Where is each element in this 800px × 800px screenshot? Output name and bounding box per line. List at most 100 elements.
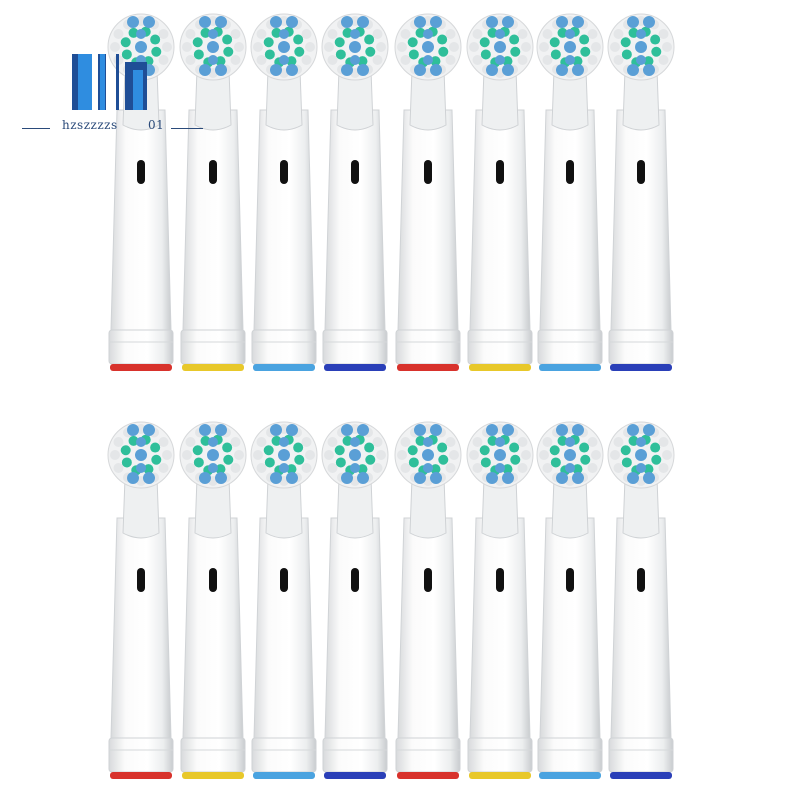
bristle-tuft [565, 29, 575, 39]
brush-collar [467, 329, 533, 365]
bristle-tuft [286, 56, 297, 67]
bristle-tuft [192, 37, 203, 48]
bristle-tuft [342, 435, 353, 446]
bristle-tuft [542, 55, 553, 65]
bristle-tuft [113, 29, 124, 39]
brush-neck [194, 477, 232, 539]
bristle-tuft [158, 55, 169, 65]
bristle-tuft [256, 29, 267, 39]
logo-number: 01 [148, 118, 165, 132]
bristle-tuft [643, 64, 655, 76]
brush-neck [336, 69, 374, 131]
bristle-tuft [517, 437, 528, 447]
bristle-tuft [192, 445, 203, 456]
bristle-tuft [121, 457, 132, 468]
bristle-tuft [135, 449, 147, 461]
bristle-tuft [305, 450, 315, 460]
bristle-tuft [650, 34, 661, 45]
toothbrush-head [321, 421, 389, 779]
bristle-tuft [437, 34, 448, 45]
bristle-tuft [415, 435, 426, 446]
bristle-tuft [423, 55, 433, 65]
bristle-tuft [222, 34, 233, 45]
toothbrush-head [536, 13, 604, 371]
bristle-tuft [487, 27, 498, 38]
bristle-tuft [279, 55, 289, 65]
color-ring [539, 772, 601, 779]
brush-body [610, 109, 672, 331]
bristle-tuft [357, 56, 368, 67]
brush-neck [409, 69, 447, 131]
toothbrush-head [466, 421, 534, 779]
bristle-tuft [301, 463, 312, 473]
bristle-tuft [542, 437, 553, 447]
brush-collar [251, 329, 317, 365]
bristle-tuft [110, 450, 120, 460]
bristle-tuft [185, 29, 196, 39]
bristle-tuft [557, 27, 568, 38]
bristle-tuft [263, 445, 274, 456]
bristle-tuft [613, 437, 624, 447]
bristle-tuft [407, 37, 418, 48]
bristle-tuft [502, 56, 513, 67]
brush-collar [251, 737, 317, 773]
bristle-tuft [662, 450, 672, 460]
brush-neck [481, 477, 519, 539]
indicator-window [280, 568, 288, 592]
bristle-tuft [556, 424, 568, 436]
bristle-tuft [542, 463, 553, 473]
bristle-tuft [414, 424, 426, 436]
bristle-tuft [610, 42, 620, 52]
bristle-tuft [628, 27, 639, 38]
bristle-tuft [350, 55, 360, 65]
logo-brand: hzszzzzs [62, 118, 118, 132]
bristle-tuft [341, 16, 353, 28]
bristle-tuft [550, 457, 561, 468]
bristle-tuft [143, 472, 155, 484]
bristle-tuft [509, 442, 520, 453]
bristle-tuft [587, 463, 598, 473]
bristle-tuft [301, 29, 312, 39]
bristle-tuft [222, 442, 233, 453]
bristle-tuft [199, 472, 211, 484]
bristle-tuft [397, 42, 407, 52]
bristle-tuft [199, 424, 211, 436]
bristle-tuft [278, 449, 290, 461]
bristle-tuft [279, 437, 289, 447]
bristle-tuft [430, 64, 442, 76]
bristle-tuft [234, 450, 244, 460]
bristle-tuft [572, 464, 583, 475]
bristle-tuft [486, 64, 498, 76]
indicator-window [209, 568, 217, 592]
bristle-tuft [215, 464, 226, 475]
bristle-tuft [357, 64, 369, 76]
brush-collar [108, 329, 174, 365]
indicator-window [566, 568, 574, 592]
bristle-tuft [230, 29, 241, 39]
bristle-tuft [185, 437, 196, 447]
brush-neck [409, 477, 447, 539]
brush-body [469, 109, 531, 331]
bristle-tuft [342, 27, 353, 38]
brush-body [397, 517, 459, 739]
brush-neck [551, 477, 589, 539]
color-ring [539, 364, 601, 371]
bristle-tuft [502, 472, 514, 484]
bristle-tuft [327, 463, 338, 473]
brush-body [397, 109, 459, 331]
bristle-tuft [549, 445, 560, 456]
brush-collar [467, 737, 533, 773]
bristle-tuft [327, 55, 338, 65]
color-ring [469, 364, 531, 371]
logo-bars-icon [72, 54, 147, 110]
brush-collar [608, 737, 674, 773]
bristle-tuft [182, 42, 192, 52]
bristle-tuft [449, 450, 459, 460]
bristle-tuft [372, 463, 383, 473]
bristle-tuft [327, 437, 338, 447]
bristle-tuft [151, 454, 162, 465]
bristle-tuft [486, 472, 498, 484]
bristle-tuft [430, 424, 442, 436]
bristle-tuft [627, 16, 639, 28]
bristle-tuft [324, 450, 334, 460]
